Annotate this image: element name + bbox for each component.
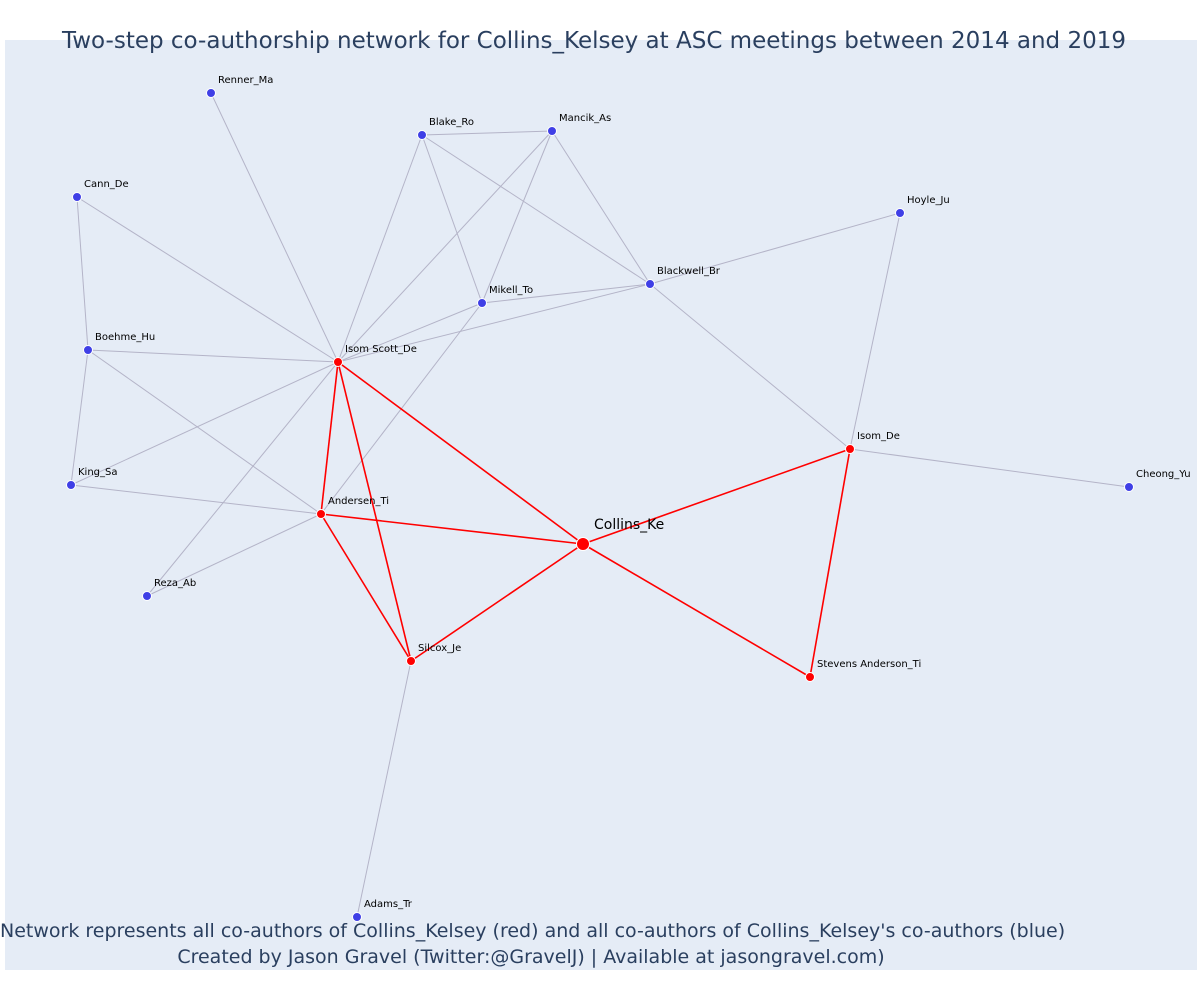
- node-hoyle-ju[interactable]: [895, 208, 905, 218]
- edge-boehme-hu-andersen-ti: [87, 349, 322, 515]
- edge-isom-scott-de-king-sa: [70, 361, 339, 486]
- node-isom-scott-de[interactable]: [333, 357, 343, 367]
- node-mikell-to[interactable]: [477, 298, 487, 308]
- node-cann-de[interactable]: [72, 192, 82, 202]
- edge-andersen-ti-silcox-je: [320, 513, 412, 662]
- node-renner-ma[interactable]: [206, 88, 216, 98]
- nodes-layer: [66, 88, 1134, 922]
- edge-blackwell-br-isom-de: [649, 283, 851, 450]
- edge-silcox-je-adams-tr: [356, 660, 412, 918]
- labels-layer: Collins_Ke Isom Scott_DeAndersen_TiSilcox…: [78, 75, 1191, 910]
- node-label-mikell-to: Mikell_To: [489, 285, 533, 296]
- node-blake-ro[interactable]: [417, 130, 427, 140]
- edge-mancik-as-mikell-to: [481, 130, 553, 304]
- edge-isom-scott-de-blake-ro: [337, 134, 423, 363]
- edge-collins-ke-isom-de: [582, 448, 851, 545]
- footnote-line-2: Created by Jason Gravel (Twitter:@Gravel…: [177, 946, 885, 968]
- edge-king-sa-andersen-ti: [70, 484, 322, 515]
- footnote-line-1: Network represents all co-authors of Col…: [0, 920, 1066, 942]
- node-label-adams-tr: Adams_Tr: [364, 899, 413, 910]
- edge-hoyle-ju-isom-de: [849, 212, 901, 450]
- node-label-boehme-hu: Boehme_Hu: [95, 332, 155, 343]
- edge-blake-ro-mancik-as: [421, 130, 553, 136]
- edge-blake-ro-blackwell-br: [421, 134, 651, 285]
- edge-isom-scott-de-mikell-to: [337, 302, 483, 363]
- edges-layer: [70, 92, 1130, 918]
- edge-collins-ke-silcox-je: [410, 543, 584, 662]
- node-label-cann-de: Cann_De: [84, 179, 129, 190]
- node-andersen-ti[interactable]: [316, 509, 326, 519]
- edge-cann-de-boehme-hu: [76, 196, 89, 351]
- edge-collins-ke-stevens-anderson-ti: [582, 543, 811, 678]
- node-king-sa[interactable]: [66, 480, 76, 490]
- node-label-isom-scott-de: Isom Scott_De: [345, 344, 417, 355]
- node-adams-tr[interactable]: [352, 912, 362, 922]
- node-label-andersen-ti: Andersen_Ti: [328, 496, 389, 507]
- edge-isom-scott-de-silcox-je: [337, 361, 412, 662]
- node-blackwell-br[interactable]: [645, 279, 655, 289]
- edge-isom-scott-de-boehme-hu: [87, 349, 339, 363]
- edge-collins-ke-andersen-ti: [320, 513, 584, 545]
- edge-blackwell-br-hoyle-ju: [649, 212, 901, 285]
- edge-isom-scott-de-renner-ma: [210, 92, 339, 363]
- edge-boehme-hu-king-sa: [70, 349, 89, 486]
- edge-isom-de-stevens-anderson-ti: [809, 448, 851, 678]
- chart-title: Two-step co-authorship network for Colli…: [62, 28, 1126, 54]
- node-cheong-yu[interactable]: [1124, 482, 1134, 492]
- node-reza-ab[interactable]: [142, 591, 152, 601]
- edge-mikell-to-blackwell-br: [481, 283, 651, 304]
- node-mancik-as[interactable]: [547, 126, 557, 136]
- node-boehme-hu[interactable]: [83, 345, 93, 355]
- edge-collins-ke-isom-scott-de: [337, 361, 584, 545]
- node-isom-de[interactable]: [845, 444, 855, 454]
- edge-mancik-as-blackwell-br: [551, 130, 651, 285]
- node-silcox-je[interactable]: [406, 656, 416, 666]
- edge-blake-ro-mikell-to: [421, 134, 483, 304]
- node-label-blackwell-br: Blackwell_Br: [657, 266, 721, 277]
- node-stevens-anderson-ti[interactable]: [805, 672, 815, 682]
- node-collins-ke[interactable]: [576, 537, 590, 551]
- footnote: Network represents all co-authors of Col…: [0, 918, 1066, 970]
- node-label-cheong-yu: Cheong_Yu: [1136, 469, 1191, 480]
- node-label-silcox-je: Silcox_Je: [418, 643, 461, 654]
- node-label-renner-ma: Renner_Ma: [218, 75, 273, 86]
- node-label-mancik-as: Mancik_As: [559, 113, 611, 124]
- node-label-reza-ab: Reza_Ab: [154, 578, 196, 589]
- edge-isom-scott-de-blackwell-br: [337, 283, 651, 363]
- edge-isom-de-cheong-yu: [849, 448, 1130, 488]
- node-label-stevens-anderson-ti: Stevens Anderson_Ti: [817, 659, 921, 670]
- edge-reza-ab-andersen-ti: [146, 513, 322, 597]
- plot-background: [5, 40, 1197, 970]
- edge-isom-scott-de-andersen-ti: [320, 361, 339, 515]
- node-label-blake-ro: Blake_Ro: [429, 117, 474, 128]
- edge-isom-scott-de-reza-ab: [146, 361, 339, 597]
- node-label-hoyle-ju: Hoyle_Ju: [907, 195, 950, 206]
- node-label-king-sa: King_Sa: [78, 467, 118, 478]
- edge-isom-scott-de-cann-de: [76, 196, 339, 363]
- node-label-collins-ke: Collins_Ke: [594, 517, 664, 533]
- edge-isom-scott-de-mancik-as: [337, 130, 553, 363]
- node-label-isom-de: Isom_De: [857, 431, 900, 442]
